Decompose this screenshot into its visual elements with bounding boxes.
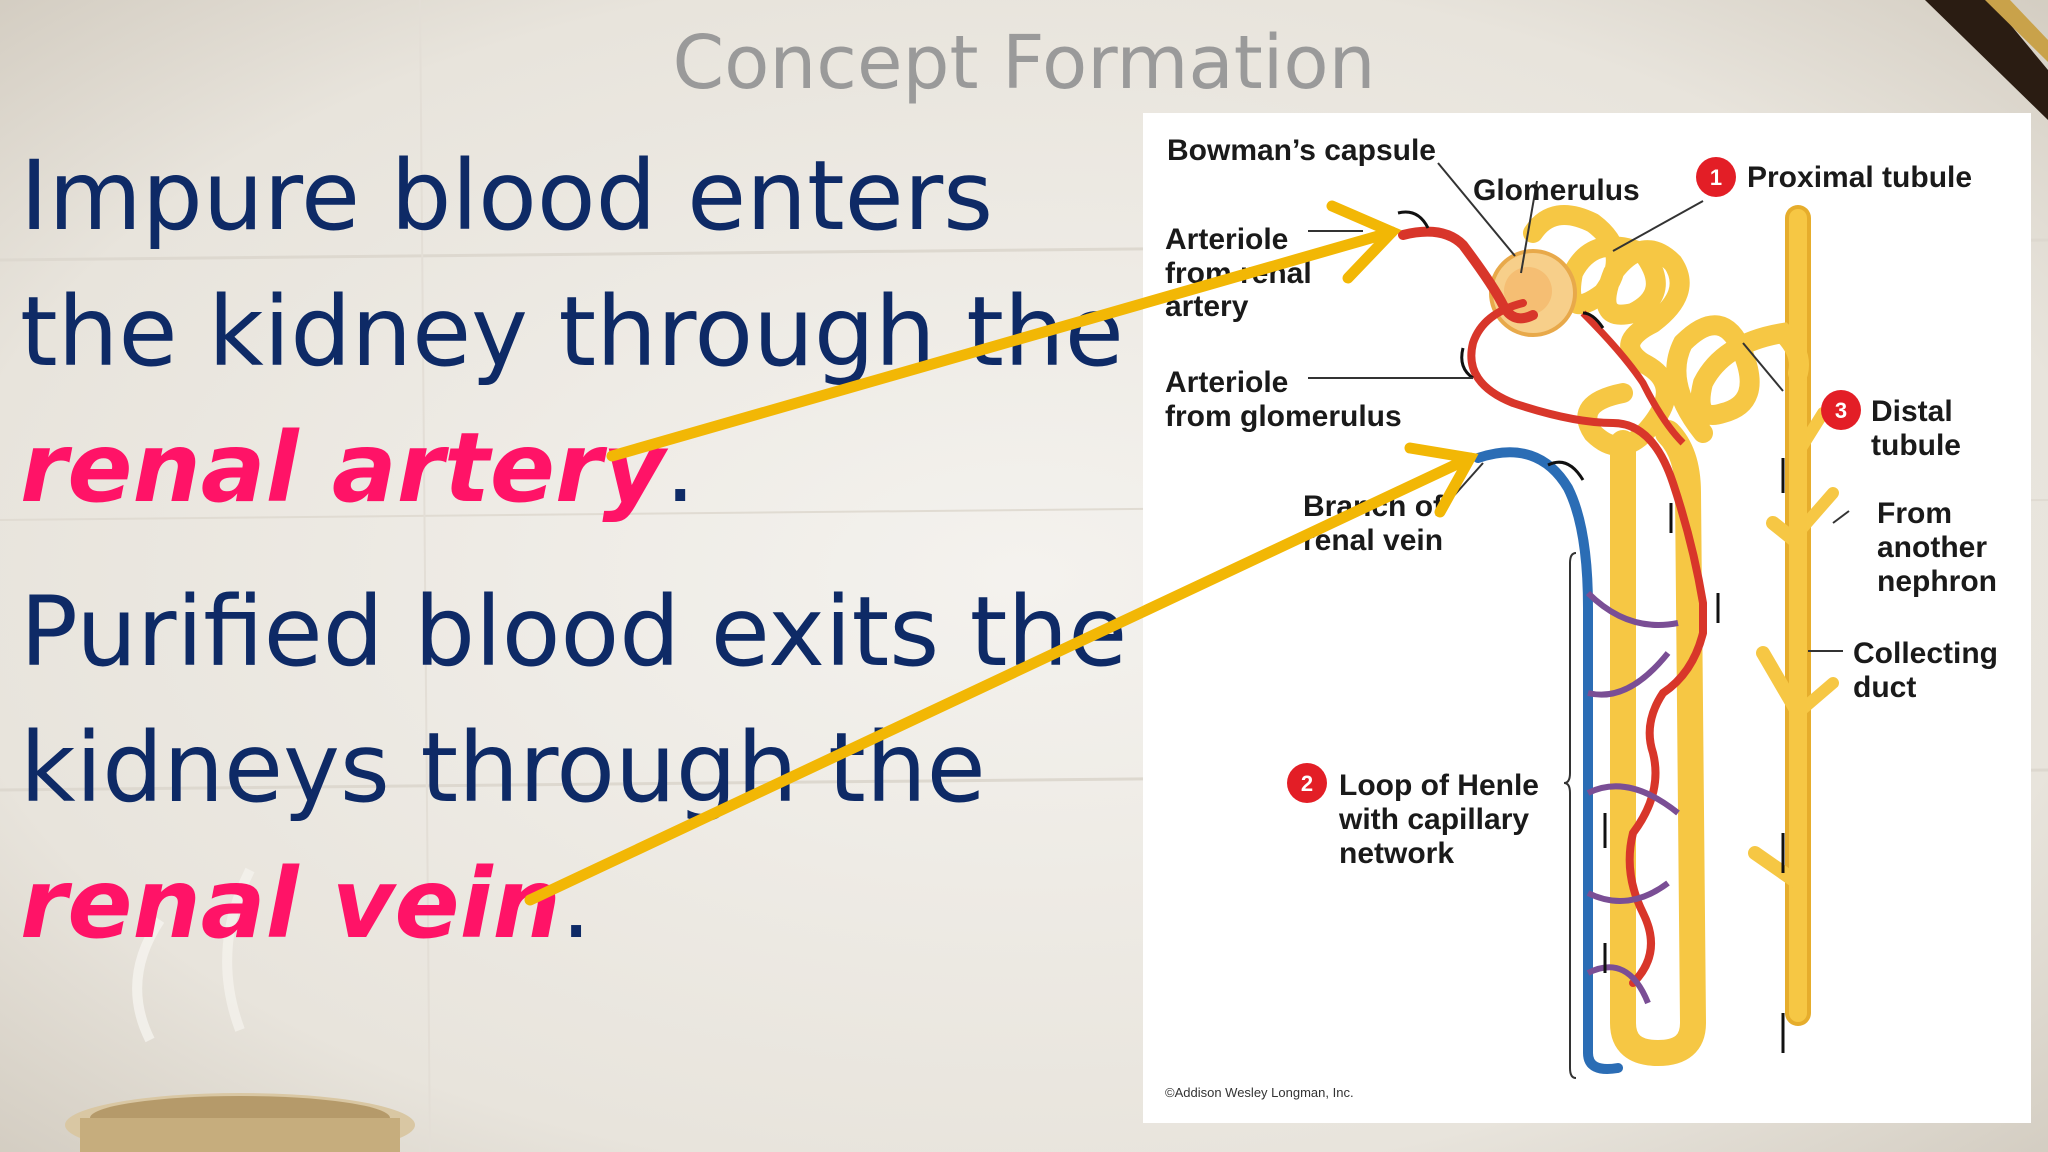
label-afferent-1: Arteriole	[1165, 223, 1288, 256]
marker-1	[1696, 157, 1736, 197]
label-loop-3: network	[1339, 837, 1454, 870]
label-vein-2: renal vein	[1303, 524, 1443, 557]
renal-vein-branch	[1473, 447, 1623, 1074]
label-glomerulus: Glomerulus	[1473, 174, 1640, 207]
label-from-2: another	[1877, 531, 1987, 564]
para1-period: .	[664, 412, 696, 524]
label-vein-1: Branch of	[1303, 490, 1444, 523]
label-collecting-2: duct	[1853, 671, 1916, 704]
label-from-1: From	[1877, 497, 1952, 530]
label-loop-2: with capillary	[1338, 803, 1529, 836]
label-efferent-1: Arteriole	[1165, 366, 1288, 399]
capillary-network	[1585, 590, 1680, 1005]
efferent-arteriole	[1467, 299, 1707, 987]
label-distal-1: Distal	[1871, 395, 1953, 428]
renal-vein-term: renal vein	[20, 848, 561, 960]
loop-of-henle	[1610, 420, 1707, 1067]
svg-text:3: 3	[1835, 398, 1847, 423]
label-from-3: nephron	[1877, 565, 1997, 598]
label-bowmans-capsule: Bowman’s capsule	[1167, 134, 1436, 167]
proximal-tubule	[1523, 205, 1690, 456]
para1-line2: the kidney through the	[20, 276, 1124, 388]
renal-artery-term: renal artery	[20, 412, 665, 524]
label-distal-2: tubule	[1871, 429, 1961, 462]
distal-tubule	[1666, 315, 1809, 443]
copyright-text: ©Addison Wesley Longman, Inc.	[1165, 1085, 1354, 1100]
svg-text:2: 2	[1301, 771, 1313, 796]
slide-title: Concept Formation	[672, 20, 1376, 106]
para1-line1: Impure blood enters	[20, 140, 994, 252]
para2-line3: renal vein.	[20, 836, 591, 972]
para2-line2: kidneys through the	[20, 712, 986, 824]
label-collecting-1: Collecting	[1853, 637, 1998, 670]
para1-line3: renal artery.	[20, 400, 695, 536]
label-afferent-2: from renal	[1165, 257, 1312, 290]
para2-period: .	[560, 848, 592, 960]
afferent-arteriole	[1398, 226, 1538, 324]
teacup-decoration	[65, 867, 415, 1152]
label-afferent-3: artery	[1165, 290, 1249, 323]
para2-line1: Purified blood exits the	[20, 576, 1128, 688]
pen-decoration	[1925, 0, 2048, 120]
label-efferent-2: from glomerulus	[1165, 400, 1402, 433]
label-proximal-tubule: Proximal tubule	[1747, 161, 1972, 194]
svg-text:1: 1	[1710, 165, 1722, 190]
nephron-diagram: Bowman’s capsule Glomerulus 1 Proximal t…	[1143, 113, 2031, 1123]
marker-3	[1821, 390, 1861, 430]
label-loop-1: Loop of Henle	[1339, 769, 1539, 802]
